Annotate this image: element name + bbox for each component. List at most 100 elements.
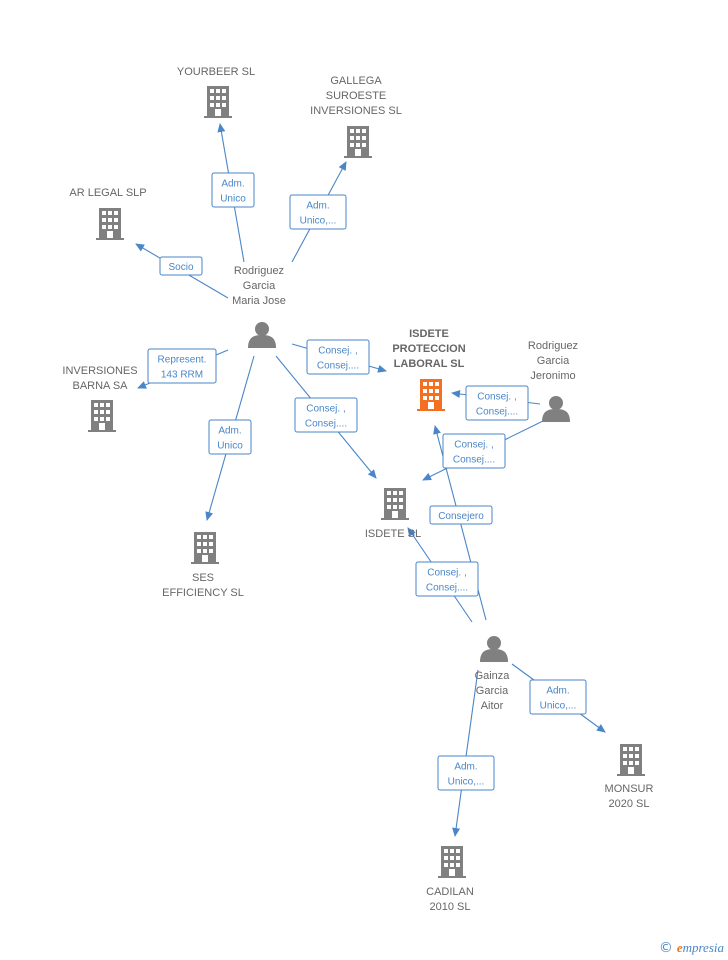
edge-label-line: Consejero	[438, 511, 484, 522]
node-label-line: EFFICIENCY SL	[162, 587, 244, 599]
node-label-line: Rodriguez	[528, 340, 578, 352]
edge-label-line: Consej....	[476, 407, 518, 418]
person-icon[interactable]	[542, 396, 570, 422]
edge-label-gainza-monsur[interactable]: Adm. Unico,...	[529, 679, 587, 715]
edge-label-rodriguez_mj-inversiones[interactable]: Represent.143 RRM	[147, 348, 217, 384]
node-label-line: Gainza	[475, 670, 511, 682]
node-label-line: INVERSIONES	[62, 365, 137, 377]
edge-label-text: Adm.Unico,...	[300, 201, 337, 227]
edge-label-line: Consej. ,	[427, 568, 466, 579]
node-label-line: ISDETE SL	[365, 528, 421, 540]
edge-label-line: Adm.	[454, 762, 477, 773]
edge-label-gainza-cadilan[interactable]: Adm.Unico,...	[437, 755, 495, 791]
edge-label-gainza-isdete[interactable]: Consej. , Consej....	[415, 561, 479, 597]
building-icon[interactable]	[438, 846, 466, 878]
node-label-line: Garcia	[243, 280, 276, 292]
node-yourbeer[interactable]: YOURBEER SL	[177, 66, 255, 118]
edge-label-line: Adm.	[546, 686, 569, 697]
edge-label-line: Consej....	[305, 419, 347, 430]
building-icon[interactable]	[88, 400, 116, 432]
edge-label-box	[289, 194, 347, 230]
node-label-line: ISDETE	[409, 328, 449, 340]
edge-label-rodriguez_mj-isdete_pl[interactable]: Consej. ,Consej....	[306, 339, 370, 375]
empresia-watermark[interactable]: ©empresia	[659, 940, 724, 956]
building-icon[interactable]	[381, 488, 409, 520]
node-label-line: SUROESTE	[326, 90, 387, 102]
edge-label-line: Unico,...	[540, 701, 577, 712]
building-icon[interactable]	[617, 744, 645, 776]
building-icon[interactable]	[96, 208, 124, 240]
edge-label-line: Adm.	[218, 426, 241, 437]
brand-initial: e	[676, 940, 683, 955]
edge-label-rodriguez_mj-isdete[interactable]: Consej. , Consej....	[294, 397, 358, 433]
building-icon[interactable]	[417, 379, 445, 411]
node-ses[interactable]: SES EFFICIENCY SL	[162, 532, 244, 599]
node-label[interactable]: AR LEGAL SLP	[69, 187, 146, 199]
node-label-line: GALLEGA	[330, 75, 382, 87]
node-label-line: Garcia	[537, 355, 570, 367]
brand-name: mpresia	[682, 940, 724, 955]
node-label[interactable]: YOURBEER SL	[177, 66, 255, 78]
node-isdete[interactable]: ISDETE SL	[365, 488, 421, 540]
edge-label-line: Unico,...	[300, 216, 337, 227]
node-label[interactable]: ISDETE SL	[365, 528, 421, 540]
node-label-line: AR LEGAL SLP	[69, 187, 146, 199]
edge-label-line: Unico	[220, 194, 246, 205]
edge-labels-layer: Adm.UnicoAdm.Unico,...SocioRepresent.143…	[147, 172, 587, 791]
node-label-line: CADILAN	[426, 886, 474, 898]
node-label-line: Jeronimo	[530, 370, 575, 382]
edge-label-line: Consej....	[426, 583, 468, 594]
edge-label-rodriguez_mj-arlegal[interactable]: Socio	[159, 256, 203, 276]
node-label[interactable]: SES EFFICIENCY SL	[162, 572, 244, 599]
node-label-line: Aitor	[481, 700, 504, 712]
edge-label-rodriguez_mj-gallega[interactable]: Adm.Unico,...	[289, 194, 347, 230]
building-icon[interactable]	[204, 86, 232, 118]
edge-label-line: Consej....	[453, 455, 495, 466]
person-icon[interactable]	[248, 322, 276, 348]
edge-label-box	[465, 385, 529, 421]
edge-label-text: Socio	[168, 262, 193, 273]
building-icon[interactable]	[191, 532, 219, 564]
edge-label-line: Consej. ,	[306, 404, 345, 415]
edge-label-gainza-isdete_pl[interactable]: Consejero	[429, 505, 493, 525]
edge-label-text: Consej. ,Consej....	[476, 392, 518, 418]
edge-label-rodriguez_mj-ses[interactable]: Adm.Unico	[208, 419, 252, 455]
edge-label-box	[437, 755, 495, 791]
edge-label-rodriguez_mj-yourbeer[interactable]: Adm.Unico	[211, 172, 255, 208]
edge-label-text: Adm. Unico,...	[540, 686, 577, 712]
edge-label-text: Adm.Unico	[217, 426, 243, 452]
node-label-line: SES	[192, 572, 214, 584]
edge-label-text: Represent.143 RRM	[158, 355, 207, 381]
edge-label-rodriguez_j-isdete_pl[interactable]: Consej. ,Consej....	[465, 385, 529, 421]
edge-label-box	[208, 419, 252, 455]
edge-label-box	[306, 339, 370, 375]
building-icon[interactable]	[344, 126, 372, 158]
edge-label-line: Consej. ,	[318, 346, 357, 357]
edge-label-rodriguez_j-isdete[interactable]: Consej. ,Consej....	[442, 433, 506, 469]
person-icon[interactable]	[480, 636, 508, 662]
edge-label-text: Consej. , Consej....	[426, 568, 468, 594]
edge-label-box	[529, 679, 587, 715]
node-label-line: Maria Jose	[232, 295, 286, 307]
node-label-line: Rodriguez	[234, 265, 284, 277]
edges-layer	[135, 123, 606, 837]
node-arlegal[interactable]: AR LEGAL SLP	[69, 187, 147, 240]
edge-label-box	[442, 433, 506, 469]
